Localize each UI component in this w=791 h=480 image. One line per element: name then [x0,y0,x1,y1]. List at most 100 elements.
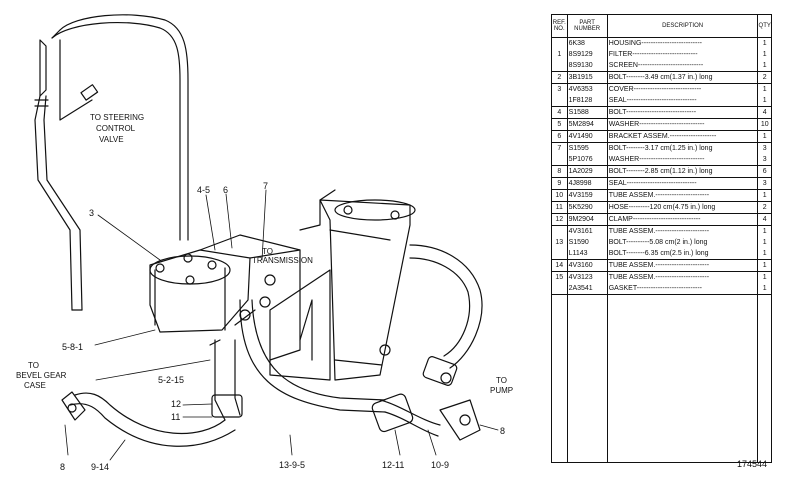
description-cell: BOLT--------2.85 cm(1.12 in.) long [607,165,759,178]
part-number-cell: 5P1076 [567,154,608,166]
ref-cell [552,225,568,237]
header-part-number: PART NUMBER [567,15,608,38]
description-cell: GASKET---------------------------- [607,283,759,295]
qty-cell: 1 [757,130,771,143]
header-description: DESCRIPTION [607,15,759,38]
filter-housing [149,234,301,361]
bevel-callout-line2: BEVEL GEAR [16,371,67,380]
ref-cell: 4 [552,106,568,119]
part-number-cell: 8S9129 [567,49,608,60]
description-cell: SEAL------------------------------ [607,95,759,107]
part-number-cell: 8S9130 [567,60,608,72]
parts-table-panel: REF. NO. PART NUMBER DESCRIPTION QTY 6K3… [551,14,772,463]
ref-cell: 12 [552,213,568,226]
tube-assembly [61,299,386,447]
qty-cell: 1 [757,189,771,202]
header-qty: QTY [757,15,771,38]
filter-canister [269,189,416,381]
filler-cell [567,294,608,462]
ref-label-6: 6 [223,185,228,195]
description-cell: SEAL------------------------------ [607,177,759,190]
filler-cell [552,294,568,462]
qty-cell: 3 [757,142,771,154]
steering-callout-line3: VALVE [99,135,124,144]
part-number-cell: 6K38 [567,37,608,49]
description-cell: TUBE ASSEM.----------------------- [607,259,759,272]
part-number-cell: 3B1915 [567,71,608,84]
qty-cell: 6 [757,165,771,178]
ref-cell: 6 [552,130,568,143]
part-number-cell: 4V3123 [567,271,608,283]
drawing-number: 174544 [737,459,768,469]
qty-cell: 1 [757,83,771,95]
ref-cell [552,60,568,72]
ref-label-4-5: 4-5 [197,185,210,195]
description-cell: HOSE---------120 cm(4.75 in.) long [607,201,759,214]
part-number-cell: 4V3160 [567,259,608,272]
qty-cell: 1 [757,271,771,283]
description-cell: COVER----------------------------- [607,83,759,95]
description-cell: TUBE ASSEM.----------------------- [607,225,759,237]
part-number-cell: 4V1490 [567,130,608,143]
header-ref-no: REF. NO. [552,15,568,38]
leader-lines [64,189,499,461]
pump-callout-line2: PUMP [490,386,513,395]
filler-cell [757,294,771,462]
ref-cell: 7 [552,142,568,154]
ref-cell: 2 [552,71,568,84]
part-number-cell: S1590 [567,237,608,248]
qty-cell: 1 [762,238,767,246]
ref-cell: 15 [552,271,568,283]
ref-cell [552,154,568,166]
ref-cell: 5 [552,118,568,131]
ref-cell: 1 [552,49,568,60]
qty-cell: 10 [757,118,771,131]
description-cell: WASHER---------------------------- [607,154,759,166]
description-cell: BOLT--------3.49 cm(1.37 in.) long [607,71,759,84]
table-filler-row [552,294,771,462]
part-number-cell: 9M2904 [567,213,608,226]
description-cell: HOUSING-------------------------- [607,37,759,49]
steering-callout-line2: CONTROL [96,124,136,133]
description-cell: CLAMP----------------------------- [607,213,759,226]
steering-line [34,14,189,311]
part-number-cell: 4V3159 [567,189,608,202]
part-number-cell: 4J8998 [567,177,608,190]
hydraulic-filter-diagram: TO STEERING CONTROL VALVE TO TRANSMISSIO… [16,14,513,472]
transmission-callout-line1: TO [262,247,273,256]
ref-cell: 3 [552,83,568,95]
qty-cell: 3 [762,155,767,163]
bevel-callout-line1: TO [28,361,39,370]
description-cell: WASHER---------------------------- [607,118,759,131]
part-number-cell: 1F8128 [567,95,608,107]
qty-cell: 4 [757,106,771,119]
description-cell: SCREEN---------------------------- [607,60,759,72]
ref-label-11: 11 [171,412,180,422]
part-number-cell: S1595 [567,142,608,154]
ref-cell [552,95,568,107]
ref-label-3: 3 [89,208,94,218]
description-cell: BRACKET ASSEM.-------------------- [607,130,759,143]
qty-cell: 2 [757,201,771,214]
ref-cell: 13 [552,237,568,248]
qty-cell: 1 [762,39,767,47]
ref-cell [552,37,568,49]
ref-label-7: 7 [263,181,268,191]
ref-label-5-2-15: 5-2-15 [158,375,184,385]
ref-cell: 11 [552,201,568,214]
callout-labels: TO STEERING CONTROL VALVE TO TRANSMISSIO… [16,113,513,395]
bevel-callout-line3: CASE [24,381,46,390]
